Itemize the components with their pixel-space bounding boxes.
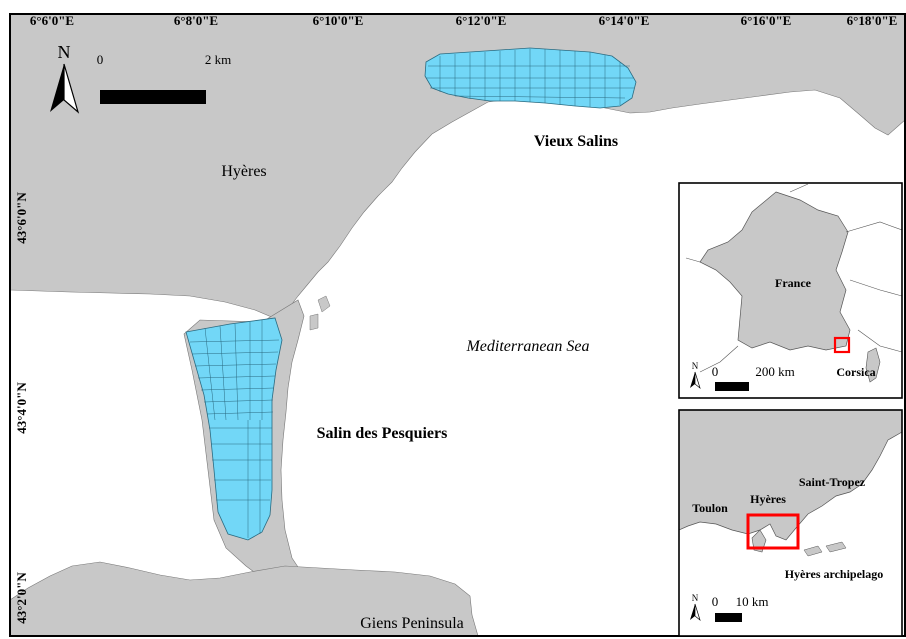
label-archipelago: Hyères archipelago — [785, 567, 884, 581]
lon-tick-label: 6°8'0"E — [174, 13, 218, 28]
lat-tick-label: 43°6'0"N — [14, 192, 29, 244]
scale-end: 10 km — [736, 594, 769, 609]
region-highlight-box — [746, 513, 800, 550]
lon-tick-label: 6°16'0"E — [741, 13, 792, 28]
label-hyeres-inset: Hyères — [750, 492, 786, 506]
scale-bar — [715, 613, 742, 622]
france-shape — [699, 191, 851, 351]
label-france: France — [775, 276, 812, 290]
giens-peninsula — [10, 561, 479, 636]
lat-tick-label: 43°2'0"N — [14, 572, 29, 624]
north-arrow-icon — [690, 604, 695, 620]
corsica-shape — [865, 347, 881, 383]
lon-tick-label: 6°14'0"E — [599, 13, 650, 28]
coast-shape — [679, 410, 902, 541]
lon-tick-label: 6°12'0"E — [456, 13, 507, 28]
north-label: N — [692, 361, 699, 371]
lon-tick-label: 6°10'0"E — [313, 13, 364, 28]
inset-region: Toulon Hyères Saint-Tropez Hyères archip… — [678, 409, 903, 637]
inset-france: France Corsica N 0 200 km — [678, 182, 903, 399]
label-salin-des-pesquiers: Salin des Pesquiers — [317, 425, 448, 442]
label-saint-tropez: Saint-Tropez — [799, 475, 866, 489]
label-vieux-salins: Vieux Salins — [534, 133, 618, 150]
mainland — [10, 14, 905, 319]
north-label: N — [58, 42, 71, 62]
scale-bar — [715, 382, 749, 391]
north-arrow-icon — [50, 63, 80, 114]
scale-start: 0 — [712, 594, 719, 609]
lon-tick-label: 6°18'0"E — [847, 13, 898, 28]
lat-tick-label: 43°4'0"N — [14, 382, 29, 434]
north-label: N — [692, 593, 699, 603]
vieux-salins-pans — [424, 47, 637, 109]
scale-start: 0 — [97, 52, 104, 67]
label-hyeres: Hyères — [221, 163, 266, 180]
scale-end: 200 km — [755, 364, 794, 379]
scale-bar — [100, 90, 206, 104]
scale-start: 0 — [712, 364, 719, 379]
label-toulon: Toulon — [692, 501, 728, 515]
lon-tick-label: 6°6'0"E — [30, 13, 74, 28]
label-giens-peninsula: Giens Peninsula — [360, 615, 464, 632]
scale-end: 2 km — [205, 52, 231, 67]
label-corsica: Corsica — [836, 365, 875, 379]
inset-highlight-box — [833, 336, 851, 354]
north-arrow-icon — [690, 372, 695, 388]
label-sea: Mediterranean Sea — [465, 338, 589, 355]
pesquiers-pans — [185, 317, 283, 541]
main-map-frame — [9, 13, 906, 637]
